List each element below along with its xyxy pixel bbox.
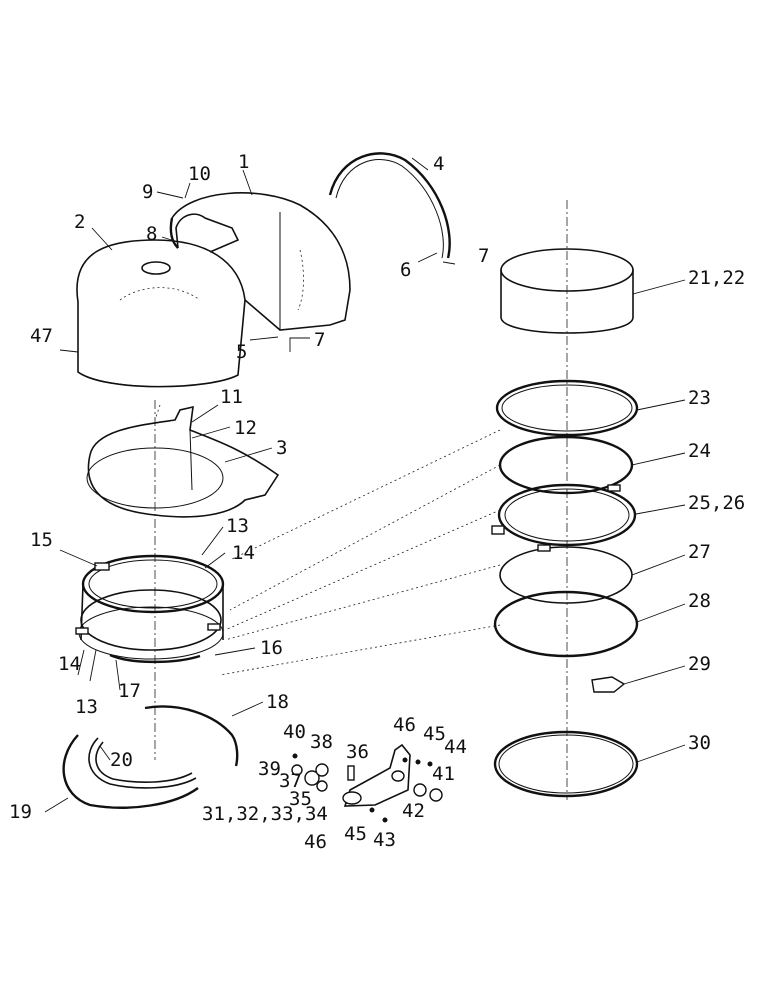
callout-46b: 46 (304, 831, 327, 853)
callout-38: 38 (310, 731, 333, 753)
callout-24: 24 (688, 440, 711, 462)
callout-47: 47 (30, 325, 53, 347)
ring-27 (499, 544, 633, 604)
callout-43: 43 (373, 829, 396, 851)
projection-line (224, 509, 501, 631)
clip-29 (591, 676, 626, 693)
linkage-assembly (291, 743, 443, 823)
arc-strip-18 (144, 705, 239, 767)
callout-31-34: 31,32,33,34 (202, 803, 328, 825)
callout-1: 1 (238, 151, 249, 173)
callout-17: 17 (118, 680, 141, 702)
callout-30: 30 (688, 732, 711, 754)
callout-46a: 46 (393, 714, 416, 736)
callout-25-26: 25,26 (688, 492, 745, 514)
callout-23: 23 (688, 387, 711, 409)
callout-19: 19 (9, 801, 32, 823)
callout-35: 35 (289, 788, 312, 810)
callout-14a: 14 (232, 542, 255, 564)
callout-28: 28 (688, 590, 711, 612)
callout-14b: 14 (58, 653, 81, 675)
callout-9: 9 (142, 181, 153, 203)
projection-line (229, 429, 501, 561)
callout-7a: 7 (478, 245, 489, 267)
callout-11: 11 (220, 386, 243, 408)
ring-30 (493, 730, 639, 798)
callout-20: 20 (110, 749, 133, 771)
callout-29: 29 (688, 653, 711, 675)
projection-line (229, 464, 501, 611)
leader-lines (44, 157, 686, 813)
curved-strip (328, 152, 451, 259)
ring-assembly (75, 554, 225, 664)
callout-7b: 7 (314, 329, 325, 351)
callout-41: 41 (432, 763, 455, 785)
callout-39: 39 (258, 758, 281, 780)
projection-line (224, 564, 501, 641)
callout-13b: 13 (75, 696, 98, 718)
callout-37: 37 (279, 770, 302, 792)
callout-40: 40 (283, 721, 306, 743)
ring-25-26 (491, 483, 637, 547)
band-21-22 (500, 248, 634, 334)
ring-28 (493, 590, 639, 658)
callout-16: 16 (260, 637, 283, 659)
callout-8: 8 (146, 223, 157, 245)
callout-2: 2 (74, 211, 85, 233)
callout-21-22: 21,22 (688, 267, 745, 289)
ring-23-inner (501, 384, 633, 432)
callout-27: 27 (688, 541, 711, 563)
callout-12: 12 (234, 417, 257, 439)
callout-18: 18 (266, 691, 289, 713)
callout-44: 44 (444, 736, 467, 758)
callout-45b: 45 (344, 823, 367, 845)
callout-13a: 13 (226, 515, 249, 537)
callout-3: 3 (276, 437, 287, 459)
callout-5: 5 (236, 341, 247, 363)
front-dome-cover (76, 239, 246, 388)
callout-4: 4 (433, 153, 444, 175)
rear-shroud-cover (169, 192, 351, 331)
callout-42: 42 (402, 800, 425, 822)
callout-6: 6 (400, 259, 411, 281)
callout-45a: 45 (423, 723, 446, 745)
ring-23 (495, 379, 639, 437)
arc-strip-19 (62, 734, 199, 809)
callout-labels: 1 2 3 4 5 6 7 7 8 9 10 11 12 13 14 15 16… (9, 151, 745, 853)
callout-10: 10 (188, 163, 211, 185)
deflector-plate (86, 405, 280, 518)
callout-36: 36 (346, 741, 369, 763)
projection-line (154, 404, 161, 421)
segmented-strip-20 (88, 737, 197, 789)
callout-15: 15 (30, 529, 53, 551)
